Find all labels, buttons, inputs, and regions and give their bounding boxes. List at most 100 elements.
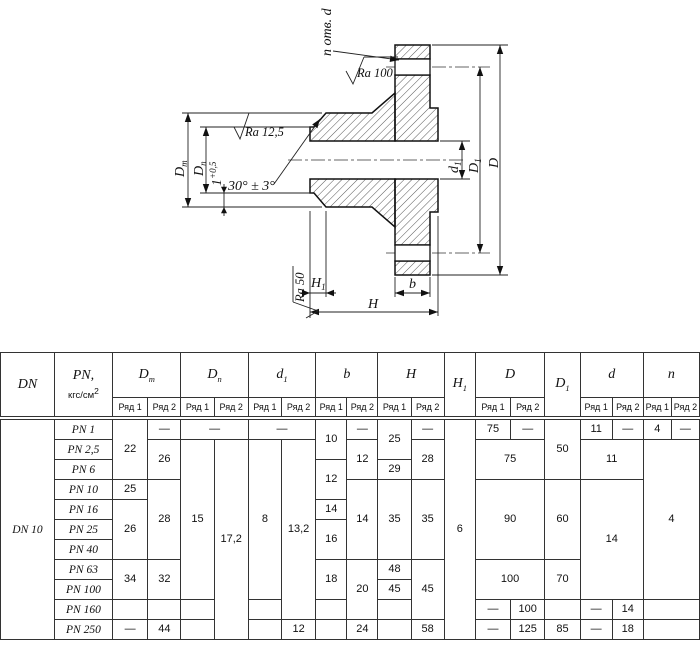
cell-pn: PN 63 — [53, 559, 113, 580]
cell-dm-r2 — [147, 599, 182, 620]
cell-dm-r1 — [111, 599, 149, 620]
ra100-label: Ra 100 — [356, 66, 394, 80]
cell-dn-r1 — [180, 619, 215, 640]
cell-dm-r2: 28 — [147, 479, 182, 560]
ra125-label: Ra 12,5 — [244, 125, 284, 139]
cell-pn: PN 16 — [53, 499, 113, 520]
cell-dm-r1: 26 — [111, 499, 149, 560]
cell-d1-r2: 12 — [280, 619, 317, 640]
cell-dd1: 60 — [544, 479, 581, 560]
subcol-dm-r1: Ряд 1 — [111, 397, 149, 419]
cell-b-r1: 10 — [315, 416, 348, 460]
cell-pn: PN 250 — [53, 619, 113, 640]
table-row: PN 2,5 26 15 17,2 8 13,2 12 28 75 11 4 — [1, 439, 700, 640]
cell-h-r1 — [377, 599, 412, 620]
cell-b-r1: 18 — [315, 559, 348, 600]
cell-dhole-merged: 14 — [579, 479, 644, 600]
hub-lower-section — [309, 178, 396, 229]
cell-pn: PN 40 — [53, 539, 113, 560]
col-dn: DN — [0, 352, 55, 419]
cell-dd1: 70 — [544, 559, 581, 600]
cell-d1-r2: 13,2 — [280, 439, 317, 620]
col-dd1: D1 — [544, 352, 581, 419]
label-b: b — [409, 277, 416, 292]
label-d1: d1 — [447, 162, 463, 174]
col-dn-hub: Dn — [180, 352, 249, 398]
cell-b-r2: 24 — [346, 619, 379, 640]
cell-d1-r1 — [247, 619, 282, 640]
label-h1: H1 — [310, 276, 326, 292]
label-lip: 1+0,5 — [208, 161, 225, 186]
cell-dm-r1: — — [111, 619, 149, 640]
label-h: H — [367, 297, 379, 312]
flange-top-section — [394, 44, 431, 60]
dimensions-table: DN PN, кгс/см2 Dm Dn d1 b H H1 D D1 d n … — [0, 352, 700, 640]
cell-dm-r1: 25 — [111, 479, 149, 500]
cell-b-r1: 12 — [315, 459, 348, 500]
subcol-n-r2: Ряд 2 — [670, 397, 700, 419]
cell-d-merged: 90 — [474, 479, 546, 560]
table-row: PN 63 34 32 18 20 48 45 100 70 — [1, 559, 700, 620]
table-row: PN 10 25 28 14 35 35 90 60 14 — [1, 479, 700, 600]
subcol-dn-r1: Ряд 1 — [180, 397, 215, 419]
flange-upper-mid-section — [394, 74, 439, 142]
col-h1: H1 — [443, 352, 476, 419]
col-h: H — [377, 352, 445, 398]
table-row: PN 100 45 — [1, 579, 700, 600]
subcol-b-r2: Ряд 2 — [346, 397, 379, 419]
subcol-b-r1: Ряд 1 — [315, 397, 348, 419]
col-b: b — [315, 352, 379, 398]
cell-n-merged: 4 — [642, 439, 700, 600]
cell-h-r1: 48 — [377, 559, 412, 580]
col-dm: Dm — [111, 352, 182, 398]
cell-dhole-r1: — — [579, 619, 613, 640]
cell-pn: PN 10 — [53, 479, 113, 500]
cell-dn-value: DN 10 — [0, 416, 55, 640]
col-pn: PN, кгс/см2 — [53, 352, 113, 419]
cell-dm-r2: — — [147, 416, 182, 440]
cell-dhole-r1: 11 — [579, 416, 613, 440]
cell-d-r1: — — [474, 619, 512, 640]
cell-dhole-r2: 14 — [611, 599, 644, 620]
col-n: n — [642, 352, 700, 398]
label-dn: Dn — [192, 161, 208, 177]
cell-h-r2: 35 — [410, 479, 445, 560]
subcol-dn-r2: Ряд 2 — [213, 397, 249, 419]
dimension-lines — [184, 45, 504, 316]
subcol-d1-r1: Ряд 1 — [247, 397, 282, 419]
cell-dm-r2: 44 — [147, 619, 182, 640]
cell-h-r2: — — [410, 416, 445, 440]
cell-dm-r2: 32 — [147, 559, 182, 600]
label-dm: Dm — [173, 160, 189, 178]
cell-h-r2: 28 — [410, 439, 445, 480]
subcol-h-r2: Ряд 2 — [410, 397, 445, 419]
cell-d-merged: 100 — [474, 559, 546, 600]
roughness-symbols: Ra 100 Ra 12,5 Ra 50 — [233, 56, 398, 319]
cell-n-r2: — — [670, 416, 700, 440]
cell-d-r2: 125 — [510, 619, 546, 640]
cell-h-r2: 45 — [410, 559, 445, 620]
cell-pn: PN 100 — [53, 579, 113, 600]
flange-bottom-section — [394, 260, 431, 276]
cell-h1: 6 — [443, 416, 476, 640]
cell-pn: PN 1 — [53, 416, 113, 440]
cell-dn-r2: 17,2 — [213, 439, 249, 640]
roughness-ra50: Ra 50 — [292, 266, 320, 319]
cell-dm-r1: 34 — [111, 559, 149, 600]
cell-pn: PN 2,5 — [53, 439, 113, 460]
cell-b-r2: 14 — [346, 479, 379, 560]
cell-dn-r1: 15 — [180, 439, 215, 600]
subcol-n-r1: Ряд 1 — [642, 397, 672, 419]
cell-b-r2: — — [346, 416, 379, 440]
cell-dd1 — [544, 599, 581, 620]
cell-b-r1 — [315, 599, 348, 620]
cell-h-r1: 45 — [377, 579, 412, 600]
cell-d1-r1 — [247, 599, 282, 620]
cell-n-r1: 4 — [642, 416, 672, 440]
pn-header-unit: кгс/см2 — [68, 385, 99, 402]
cell-h-r1: 35 — [377, 479, 412, 560]
roughness-ra100: Ra 100 — [345, 56, 398, 86]
hub-upper-section — [309, 91, 396, 142]
flange-lower-mid-section — [394, 178, 439, 246]
